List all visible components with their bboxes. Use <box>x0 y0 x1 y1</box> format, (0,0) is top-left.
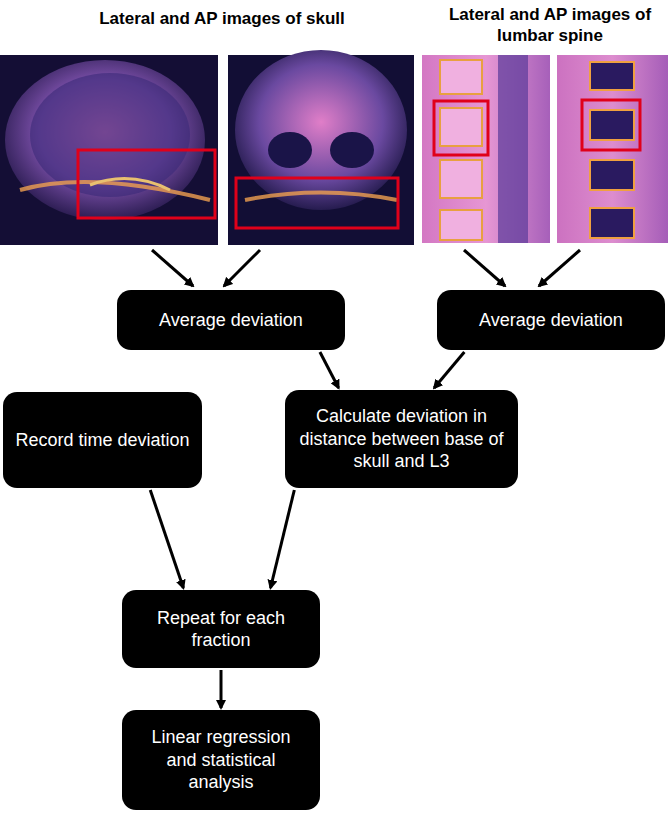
flow-arrow <box>220 670 223 708</box>
image-heading: Lateral and AP images of lumbar spine <box>440 4 660 47</box>
box-text: Average deviation <box>159 309 303 332</box>
box-text: Record time deviation <box>15 429 189 452</box>
process-box: Average deviation <box>117 290 345 350</box>
process-box: Repeat for each fraction <box>122 590 320 668</box>
box-text: Repeat for each fraction <box>134 607 308 652</box>
box-text: Calculate deviation in distance between … <box>297 405 506 473</box>
flow-arrow <box>271 490 295 588</box>
flow-arrow <box>434 352 464 388</box>
flow-arrow <box>320 352 339 388</box>
process-box: Average deviation <box>437 290 665 350</box>
image-heading: Lateral and AP images of skull <box>10 8 434 29</box>
process-box: Linear regression and statistical analys… <box>122 710 320 810</box>
flow-arrow <box>150 490 183 588</box>
process-box: Calculate deviation in distance between … <box>285 390 518 488</box>
process-box: Record time deviation <box>3 392 202 488</box>
box-text: Linear regression and statistical analys… <box>134 726 308 794</box>
box-text: Average deviation <box>479 309 623 332</box>
